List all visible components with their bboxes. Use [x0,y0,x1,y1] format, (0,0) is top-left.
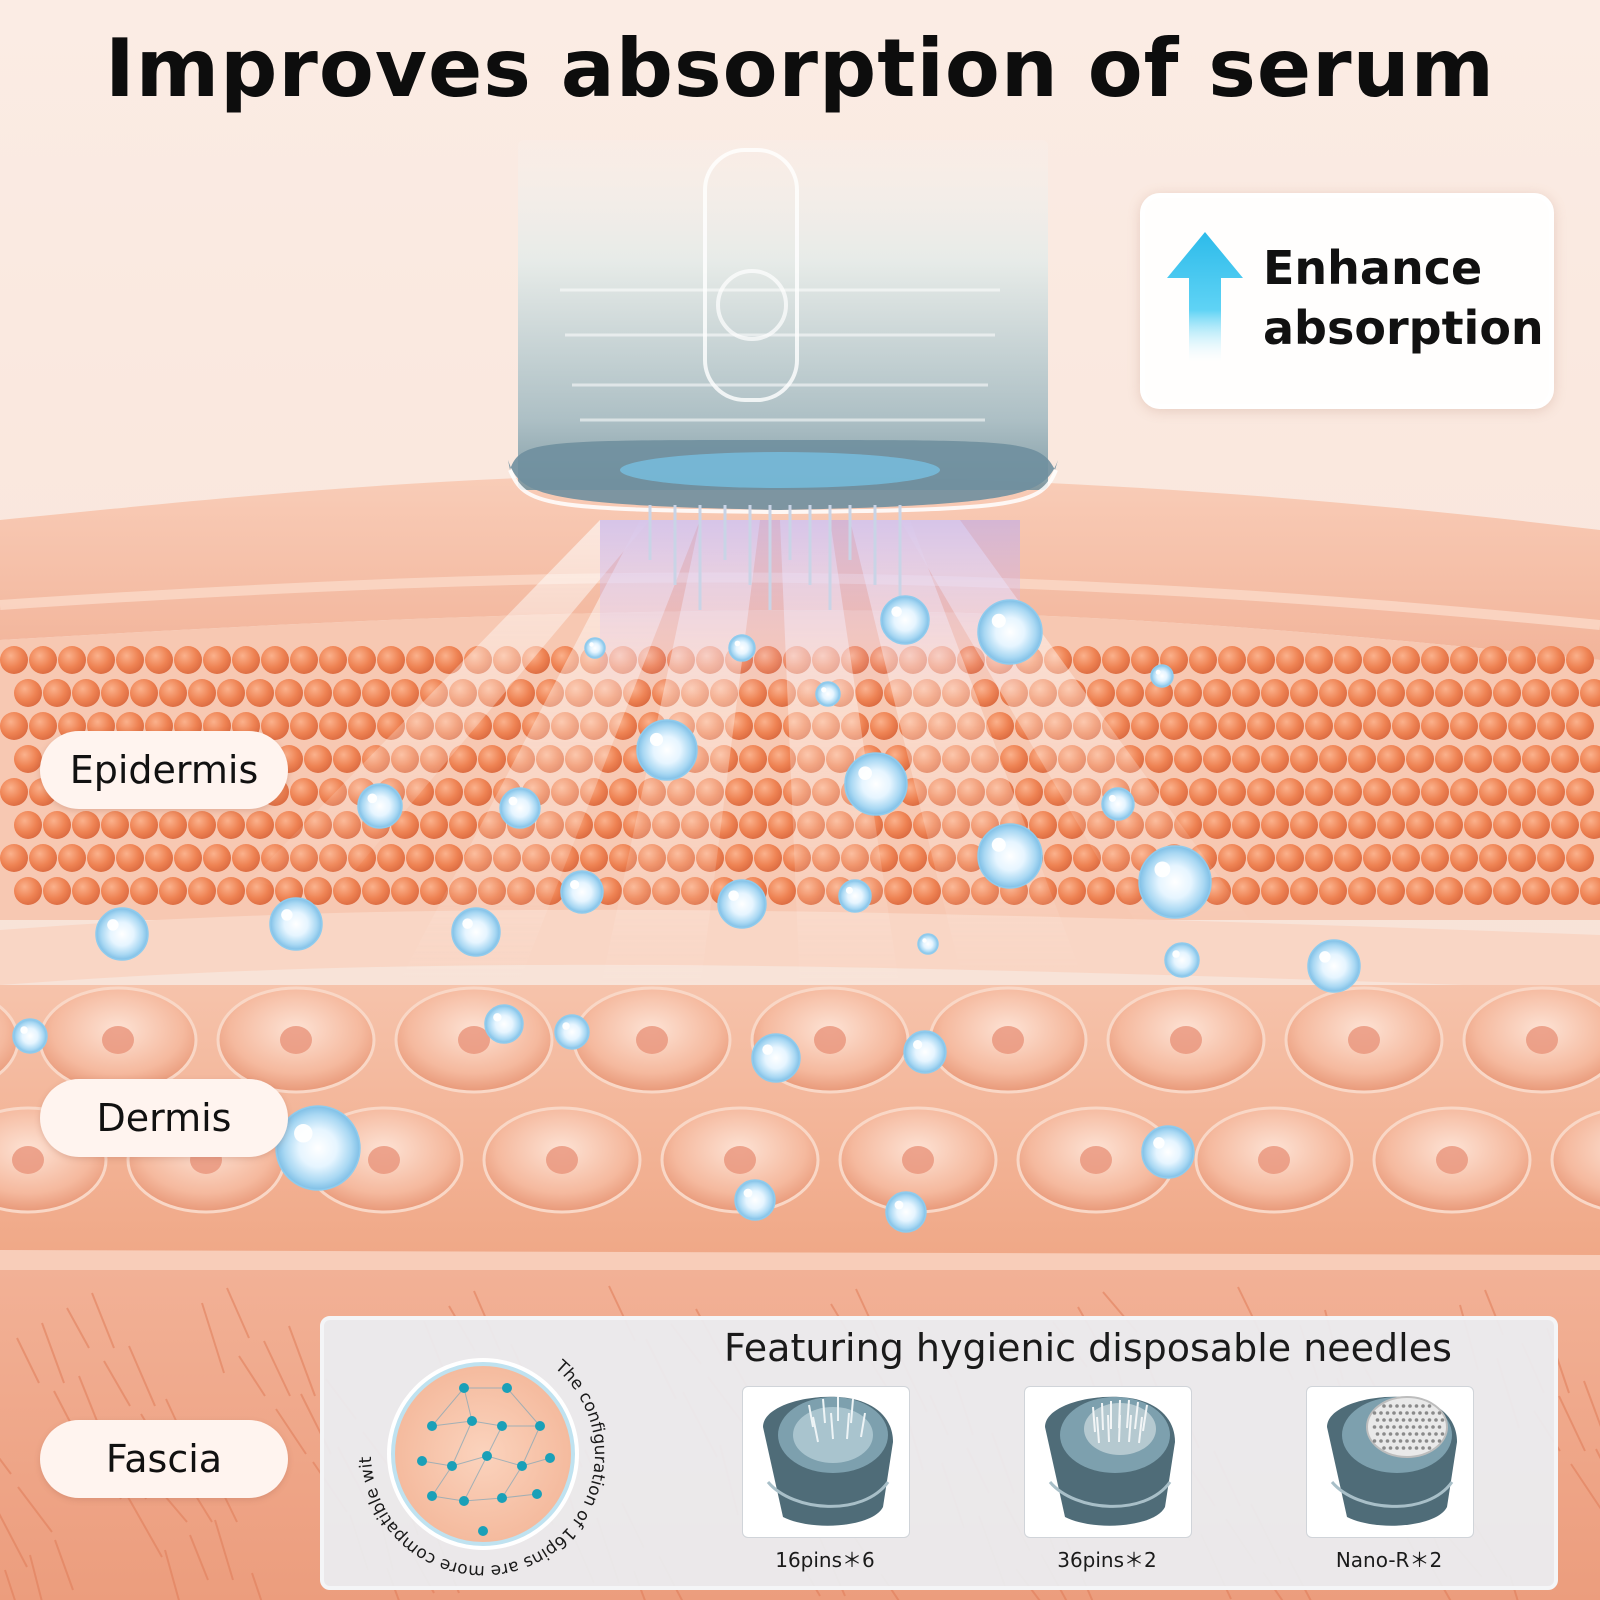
needle-label-16pins: 16pins＊6 [775,1548,875,1572]
needle-cartridge-nano-icon [1327,1396,1457,1526]
serum-bubbles [12,595,1361,1233]
enhance-line-1: Enhance [1263,241,1483,295]
pin-layout-icon: The configuration of 16pins are more com… [347,1311,611,1581]
panel-title: Featuring hygienic disposable needles [724,1326,1452,1370]
needle-label-nano: Nano-R＊2 [1335,1548,1443,1572]
needle-cartridge-36pins-icon [1045,1396,1175,1526]
microneedle-device [508,140,1058,610]
page-title: Improves absorption of serum [105,22,1495,115]
layer-label-fascia: Fascia [40,1420,288,1498]
layer-label-dermis: Dermis [40,1079,288,1157]
enhance-text: Enhance absorption [1263,238,1544,358]
needle-options-panel: The configuration of 16pins are more com… [320,1311,1558,1590]
up-arrow-icon [1167,232,1243,362]
pin-configuration-diagram: The configuration of 16pins are more com… [347,1311,614,1582]
enhance-line-2: absorption [1263,301,1544,355]
needle-label-36pins: 36pins＊2 [1057,1548,1157,1572]
enhance-absorption-callout: Enhance absorption [1140,193,1554,409]
needle-card-nano [1306,1386,1474,1538]
needle-cartridge-16pins-icon [763,1396,893,1526]
layer-label-epidermis: Epidermis [40,731,288,809]
needle-card-16pins [742,1386,910,1538]
needle-card-36pins [1024,1386,1192,1538]
